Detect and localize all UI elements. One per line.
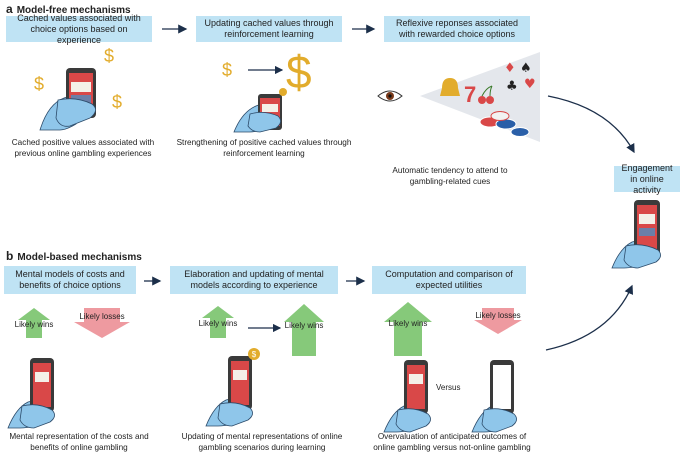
chips-icon	[479, 111, 530, 137]
spade-icon: ♠	[520, 61, 532, 76]
seven-icon: 7	[464, 82, 476, 107]
likely-wins-label: Likely wins	[15, 320, 54, 329]
versus-label: Versus	[436, 383, 460, 392]
hand-phone-icon	[383, 360, 431, 433]
illustration-phone-b2: $	[205, 348, 260, 427]
large-dollar-icon: $	[286, 46, 312, 98]
caption-a2: Strengthening of positive cached values …	[176, 138, 352, 158]
dollar-icon: $	[222, 60, 232, 80]
likely-wins-arrow	[18, 308, 50, 338]
likely-wins-label: Likely wins	[199, 319, 238, 328]
hand-phone-icon: $	[205, 348, 260, 427]
caption-a1: Cached positive values associated with p…	[11, 138, 155, 158]
arrow-a-to-outcome	[547, 95, 635, 154]
illustration-reinforcement: $ $	[222, 46, 312, 133]
box-cached-values: Cached values associated with choice opt…	[6, 13, 152, 45]
arrow-b-to-outcome	[545, 284, 634, 351]
eye-icon	[377, 90, 403, 102]
box-engagement: Engagement in online activity	[614, 163, 680, 195]
caption-b2: Updating of mental representations of on…	[181, 432, 343, 452]
likely-wins-label: Likely wins	[389, 319, 428, 328]
hand-phone-icon	[7, 358, 55, 429]
caption-b3: Overvaluation of anticipated outcomes of…	[373, 432, 531, 452]
heart-icon: ♥	[524, 77, 536, 92]
illustration-phone-b1	[7, 358, 55, 429]
illustration-wins-update-b2: Likely wins Likely wins	[199, 304, 324, 356]
hand-phone-icon	[233, 88, 287, 133]
hand-phone-icon	[39, 68, 96, 131]
dollar-icon: $	[104, 46, 114, 66]
illustration-cue-attention: 7 ♦ ♠ ♣ ♥	[377, 52, 540, 142]
dollar-icon: $	[112, 92, 122, 112]
likely-wins-arrow	[202, 306, 234, 338]
likely-losses-label: Likely losses	[475, 311, 520, 320]
likely-losses-label: Likely losses	[79, 312, 124, 321]
illustration-cached-values: $ $ $	[34, 46, 122, 131]
likely-wins-large-arrow	[384, 302, 432, 356]
diamond-icon: ♦	[504, 61, 516, 76]
hand-phone-icon	[611, 200, 661, 269]
box-updating-cached-values: Updating cached values through reinforce…	[196, 16, 342, 42]
box-reflexive-responses: Reflexive reponses associated with rewar…	[384, 16, 530, 42]
cherries-icon	[478, 85, 494, 104]
box-mental-models: Mental models of costs and benefits of c…	[4, 266, 136, 294]
likely-wins-large-arrow	[284, 304, 324, 356]
illustration-engagement	[611, 200, 661, 269]
likely-losses-arrow	[474, 308, 522, 334]
dollar-icon: $	[34, 74, 44, 94]
bell-icon	[440, 78, 460, 96]
caption-b1: Mental representation of the costs and b…	[9, 432, 149, 452]
illustration-expected-utilities-b3: Likely wins Likely losses	[384, 302, 522, 356]
box-elaboration-updating: Elaboration and updating of mental model…	[170, 266, 338, 294]
illustration-phones-versus-b3: Versus	[383, 360, 517, 433]
box-computation-comparison: Computation and comparison of expected u…	[372, 266, 526, 294]
likely-losses-arrow	[74, 308, 130, 338]
likely-wins-large-label: Likely wins	[285, 321, 324, 330]
hand-blank-phone-icon	[471, 360, 517, 433]
club-icon: ♣	[506, 79, 518, 94]
caption-a3: Automatic tendency to attend to gambling…	[392, 166, 508, 186]
illustration-wins-losses-b1: Likely wins Likely losses	[15, 308, 130, 338]
dollar-coin-icon: $	[252, 350, 257, 359]
